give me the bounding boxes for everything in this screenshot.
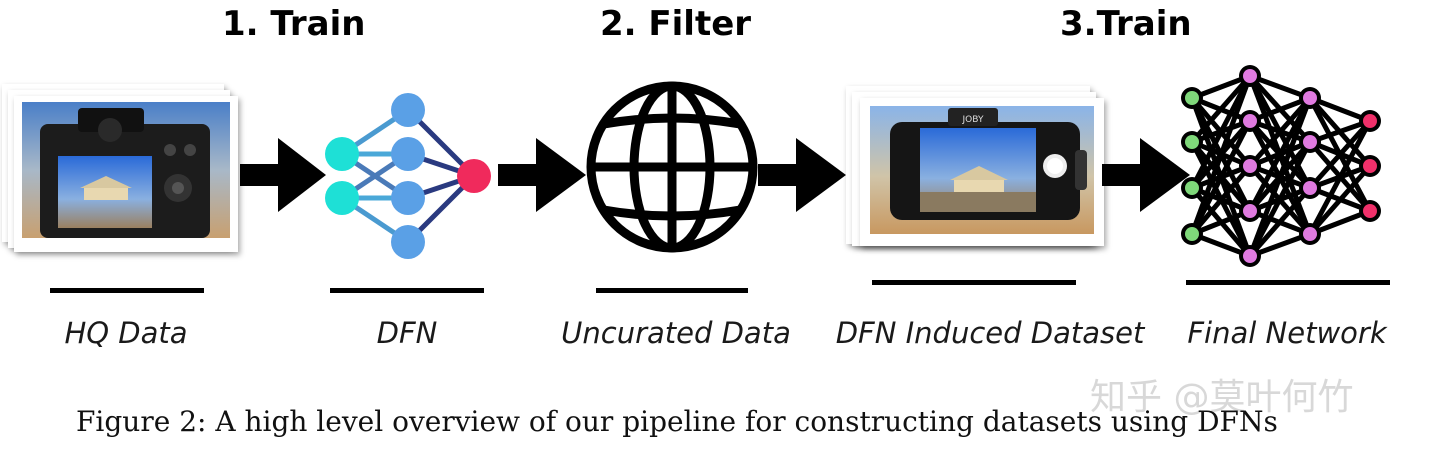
network-edge: [1307, 119, 1373, 236]
dfn-input-node: [325, 137, 359, 171]
network-hidden-node: [1243, 249, 1257, 263]
network-edge: [1189, 75, 1253, 235]
neural-network-icon: [1181, 65, 1381, 267]
small-neural-network-icon: [325, 93, 491, 259]
network-hidden-node: [1303, 135, 1317, 149]
stage-label-hq-data: HQ Data: [64, 316, 188, 350]
dfn-hidden-node: [391, 181, 425, 215]
network-edge: [1247, 97, 1313, 257]
step-title-filter: 2. Filter: [600, 4, 752, 44]
network-input-node: [1185, 181, 1199, 195]
dfn-input-node: [325, 181, 359, 215]
stage-label-dfn: DFN: [376, 316, 438, 350]
network-output-node: [1363, 159, 1377, 173]
stage-label-final-network: Final Network: [1187, 316, 1387, 350]
step-title-train-1: 1. Train: [222, 4, 366, 44]
network-edge: [1189, 74, 1253, 190]
globe-icon: [586, 81, 758, 253]
underline: [872, 280, 1076, 285]
network-edge: [1247, 140, 1313, 258]
network-hidden-node: [1303, 181, 1317, 195]
network-edge: [1190, 74, 1252, 144]
camera-photo-stack: [2, 84, 238, 252]
stage-label-dfn-induced-dataset: DFN Induced Dataset: [835, 316, 1145, 350]
phone-mount: [948, 108, 998, 126]
network-edge: [1308, 164, 1372, 236]
dfn-hidden-node: [391, 93, 425, 127]
phone-brand-text: JOBY: [962, 115, 984, 125]
figure-caption: Figure 2: A high level overview of our p…: [76, 405, 1278, 438]
dfn-hidden-node: [391, 137, 425, 171]
underline: [330, 288, 484, 293]
network-input-node: [1185, 227, 1199, 241]
network-hidden-node: [1243, 204, 1257, 218]
underline: [596, 288, 748, 293]
dfn-hidden-node: [391, 225, 425, 259]
underline: [50, 288, 204, 293]
network-input-node: [1185, 91, 1199, 105]
step-title-train-2: 3.Train: [1060, 4, 1192, 44]
network-edge: [1190, 164, 1252, 236]
network-edge: [1248, 96, 1312, 168]
network-edge: [1308, 119, 1372, 190]
arrow-icon: [1102, 138, 1190, 212]
arrow-icon: [498, 138, 586, 212]
network-hidden-node: [1303, 91, 1317, 105]
arrow-icon: [240, 138, 326, 212]
network-input-node: [1185, 135, 1199, 149]
network-hidden-node: [1243, 159, 1257, 173]
network-output-node: [1363, 114, 1377, 128]
network-edge: [1247, 96, 1313, 213]
watermark: 知乎 @莫叶何竹: [1090, 377, 1354, 418]
underline: [1186, 280, 1390, 285]
arrow-icon: [758, 138, 846, 212]
network-edge: [1189, 119, 1253, 236]
phone-photo-stack: JOBY: [846, 86, 1104, 246]
stage-label-uncurated-data: Uncurated Data: [561, 316, 791, 350]
network-hidden-node: [1243, 114, 1257, 128]
network-hidden-node: [1303, 227, 1317, 241]
network-output-node: [1363, 204, 1377, 218]
network-hidden-node: [1243, 69, 1257, 83]
network-edge: [1248, 186, 1312, 258]
dfn-output-node: [457, 159, 491, 193]
